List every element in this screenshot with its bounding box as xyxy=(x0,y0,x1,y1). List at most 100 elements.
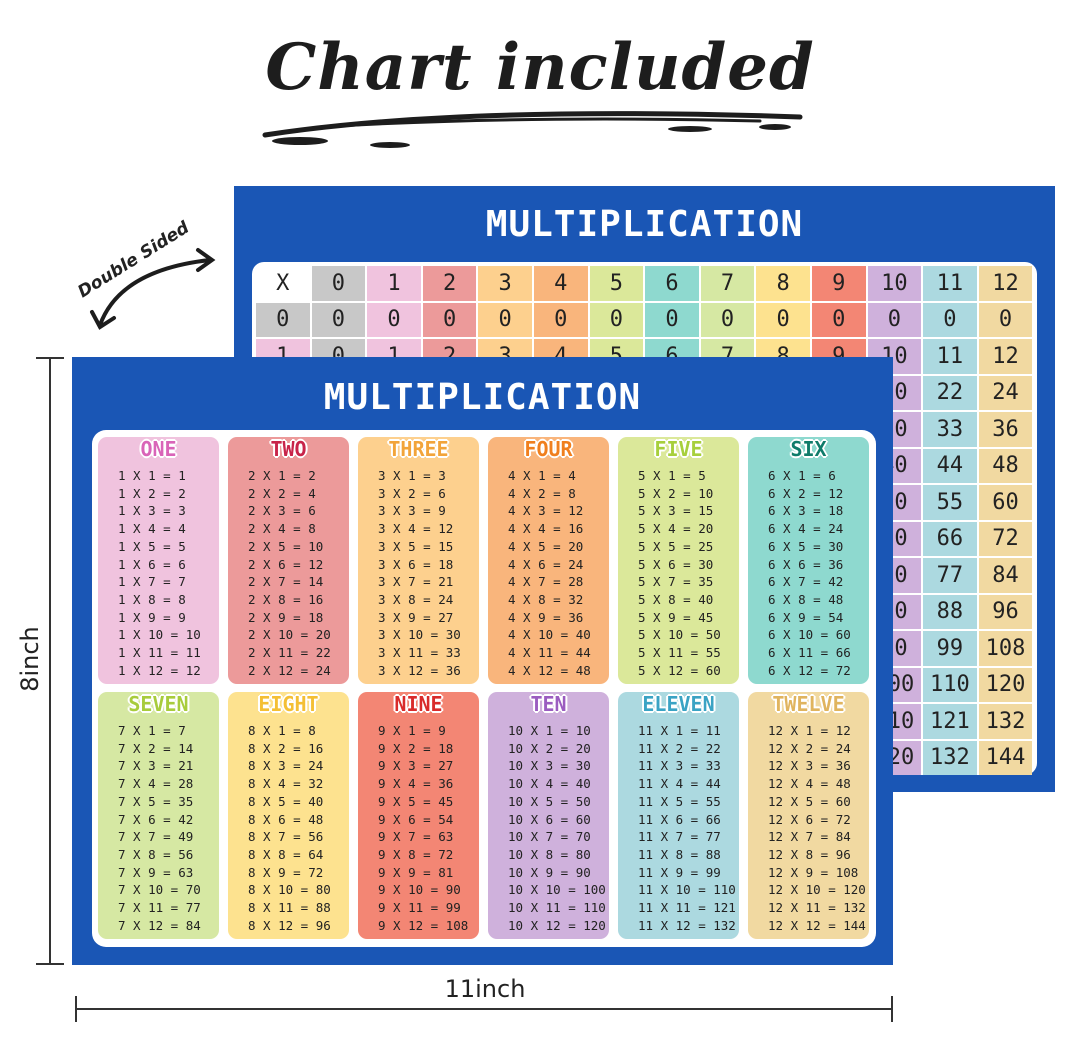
equation-line: 12 X 4 = 48 xyxy=(768,776,851,792)
equation-line: 11 X 10 = 110 xyxy=(638,882,736,898)
equation-line: 5 X 7 = 35 xyxy=(638,574,714,590)
equation-line: 7 X 9 = 63 xyxy=(118,864,194,880)
equation-line: 1 X 3 = 3 xyxy=(118,503,186,519)
equation-line: 4 X 12 = 48 xyxy=(508,662,591,678)
equation-line: 9 X 7 = 63 xyxy=(378,829,454,845)
equation-line: 12 X 1 = 12 xyxy=(768,723,851,738)
grid-cell: 60 xyxy=(978,485,1033,520)
grid-header-cell: 1 xyxy=(367,266,421,301)
equation-line: 6 X 6 = 36 xyxy=(768,556,844,572)
height-dimension-line xyxy=(36,357,64,965)
equation-line: 2 X 9 = 18 xyxy=(248,609,324,625)
card-title: FIVE xyxy=(654,437,703,461)
grid-cell: 22 xyxy=(923,375,977,410)
equation-line: 5 X 6 = 30 xyxy=(638,556,714,572)
equation-line: 12 X 2 = 24 xyxy=(768,740,851,756)
grid-header-cell: 7 xyxy=(700,266,755,301)
equation-line: 7 X 6 = 42 xyxy=(118,811,194,827)
card-title: TWELVE xyxy=(772,692,845,716)
grid-cell: 0 xyxy=(478,302,532,337)
card-title: FOUR xyxy=(524,437,573,461)
equation-line: 6 X 11 = 66 xyxy=(768,645,851,661)
equation-line: 10 X 4 = 40 xyxy=(508,776,591,792)
equation-line: 9 X 11 = 99 xyxy=(378,900,461,916)
grid-cell: 132 xyxy=(978,704,1033,739)
equation-line: 7 X 10 = 70 xyxy=(118,882,201,898)
equation-line: 3 X 12 = 36 xyxy=(378,662,461,678)
equation-line: 3 X 9 = 27 xyxy=(378,609,454,625)
equation-line: 7 X 5 = 35 xyxy=(118,793,194,809)
equation-line: 12 X 10 = 120 xyxy=(768,882,866,898)
equation-line: 12 X 8 = 96 xyxy=(768,846,851,862)
card-title: NINE xyxy=(394,692,443,716)
equation-line: 7 X 4 = 28 xyxy=(118,776,194,792)
curved-arrow-icon xyxy=(90,248,216,330)
width-dimension-label: 11inch xyxy=(444,975,526,1003)
equation-line: 5 X 5 = 25 xyxy=(638,538,714,554)
grid-cell: 121 xyxy=(923,704,977,739)
grid-cell: 0 xyxy=(867,302,922,337)
equation-line: 1 X 8 = 8 xyxy=(118,591,186,607)
grid-cell: 0 xyxy=(533,302,588,337)
grid-header-cell: 10 xyxy=(867,266,922,301)
equation-line: 2 X 7 = 14 xyxy=(248,574,324,590)
grid-cell: 12 xyxy=(978,339,1033,374)
grid-cell: 0 xyxy=(422,302,477,337)
equation-line: 9 X 1 = 9 xyxy=(378,723,446,738)
equation-line: 2 X 12 = 24 xyxy=(248,662,331,678)
equation-line: 10 X 11 = 110 xyxy=(508,900,606,916)
equation-line: 1 X 6 = 6 xyxy=(118,556,186,572)
equation-line: 1 X 7 = 7 xyxy=(118,574,186,590)
equation-line: 9 X 8 = 72 xyxy=(378,846,454,862)
equation-line: 5 X 10 = 50 xyxy=(638,627,721,643)
grid-cell: 0 xyxy=(645,302,699,337)
equation-line: 9 X 3 = 27 xyxy=(378,758,454,774)
card-title: ONE xyxy=(140,437,177,461)
grid-cell: 0 xyxy=(367,302,421,337)
equation-line: 6 X 7 = 42 xyxy=(768,574,844,590)
equation-line: 5 X 3 = 15 xyxy=(638,503,714,519)
equation-line: 2 X 2 = 4 xyxy=(248,485,316,501)
grid-cell: 44 xyxy=(923,448,977,483)
equation-line: 2 X 5 = 10 xyxy=(248,538,324,554)
grid-cell: 11 xyxy=(923,339,977,374)
equation-line: 11 X 12 = 132 xyxy=(638,917,736,933)
grid-cell: 77 xyxy=(923,558,977,593)
grid-cell: 36 xyxy=(978,412,1033,447)
equation-line: 6 X 12 = 72 xyxy=(768,662,851,678)
equation-line: 5 X 12 = 60 xyxy=(638,662,721,678)
equation-line: 12 X 7 = 84 xyxy=(768,829,851,845)
grid-header-cell: X xyxy=(256,266,310,301)
equation-line: 8 X 10 = 80 xyxy=(248,882,331,898)
card-title: THREE xyxy=(388,437,449,461)
equation-line: 12 X 3 = 36 xyxy=(768,758,851,774)
equation-line: 8 X 12 = 96 xyxy=(248,917,331,933)
equation-line: 4 X 11 = 44 xyxy=(508,645,591,661)
equation-line: 12 X 11 = 132 xyxy=(768,900,866,916)
equation-line: 4 X 2 = 8 xyxy=(508,485,576,501)
equation-line: 10 X 12 = 120 xyxy=(508,917,606,933)
grid-cell: 72 xyxy=(978,521,1033,556)
equation-line: 11 X 9 = 99 xyxy=(638,864,721,880)
equation-line: 8 X 7 = 56 xyxy=(248,829,324,845)
equation-line: 5 X 9 = 45 xyxy=(638,609,714,625)
equation-line: 11 X 3 = 33 xyxy=(638,758,721,774)
equation-line: 4 X 1 = 4 xyxy=(508,468,576,483)
equation-line: 3 X 4 = 12 xyxy=(378,521,454,537)
equation-line: 5 X 2 = 10 xyxy=(638,485,714,501)
grid-cell: 33 xyxy=(923,412,977,447)
equation-line: 8 X 11 = 88 xyxy=(248,900,331,916)
equation-line: 2 X 4 = 8 xyxy=(248,521,316,537)
equation-line: 11 X 2 = 22 xyxy=(638,740,721,756)
equation-line: 1 X 2 = 2 xyxy=(118,485,186,501)
card-title: SEVEN xyxy=(128,692,189,716)
equation-line: 8 X 3 = 24 xyxy=(248,758,324,774)
grid-header-cell: 12 xyxy=(978,266,1033,301)
equation-line: 3 X 10 = 30 xyxy=(378,627,461,643)
